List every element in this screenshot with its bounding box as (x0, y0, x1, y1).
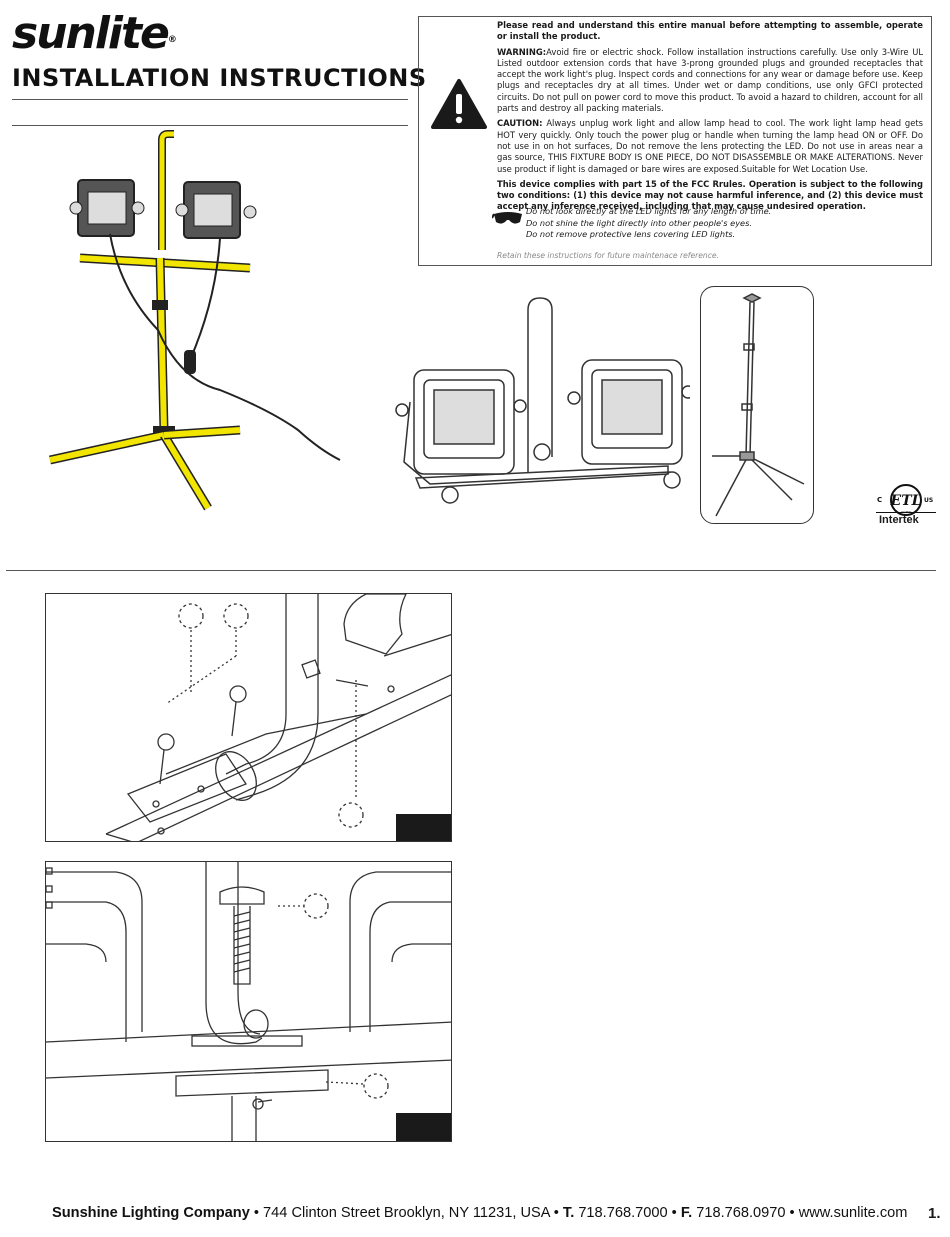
footer-contact: Sunshine Lighting Company • 744 Clinton … (52, 1205, 908, 1221)
fcc-paragraph: This device complies with part 15 of the… (497, 178, 923, 212)
title-rule-secondary (12, 125, 408, 126)
intertek-label: Intertek (879, 514, 919, 526)
brand-logo: sunlite® (12, 8, 177, 59)
title-rule (12, 99, 408, 100)
svg-text:ETL: ETL (890, 493, 922, 509)
product-illustration (49, 130, 341, 511)
safety-glasses-icon (492, 212, 522, 224)
svg-text:C: C (877, 496, 882, 504)
retain-note: Retain these instructions for future mai… (497, 251, 719, 260)
assembly-figure-2-drawing (46, 862, 451, 1141)
warning-triangle-icon (431, 79, 487, 129)
section-divider (6, 570, 936, 571)
assembly-figure-1 (45, 593, 452, 842)
warning-paragraph: WARNING:Avoid fire or electric shock. Fo… (497, 46, 923, 114)
stand-illustration-frame (700, 286, 814, 524)
cert-rule (876, 512, 936, 513)
figure-1-tag (396, 814, 451, 841)
eye-warning-item: Do not look directly at the LED lights f… (526, 206, 772, 216)
page-number: 1. (928, 1205, 941, 1222)
eye-warning-item: Do not shine the light directly into oth… (526, 217, 752, 228)
figure-2-tag (396, 1113, 451, 1141)
caution-paragraph: CAUTION: Always unplug work light and al… (497, 118, 923, 174)
lamp-bar-illustration (395, 297, 690, 504)
assembly-figure-2 (45, 861, 452, 1142)
warning-box (418, 16, 932, 266)
eye-warning-item: Do not remove protective lens covering L… (526, 229, 736, 240)
warning-text: Please read and understand this entire m… (497, 20, 923, 217)
eye-warnings: Do not look directly at the LED lights f… (526, 206, 771, 241)
svg-text:US: US (924, 497, 933, 504)
stand-illustration (712, 293, 805, 517)
assembly-figure-1-drawing (105, 594, 451, 841)
page-title: INSTALLATION INSTRUCTIONS (12, 64, 427, 92)
manual-intro: Please read and understand this entire m… (497, 20, 923, 42)
